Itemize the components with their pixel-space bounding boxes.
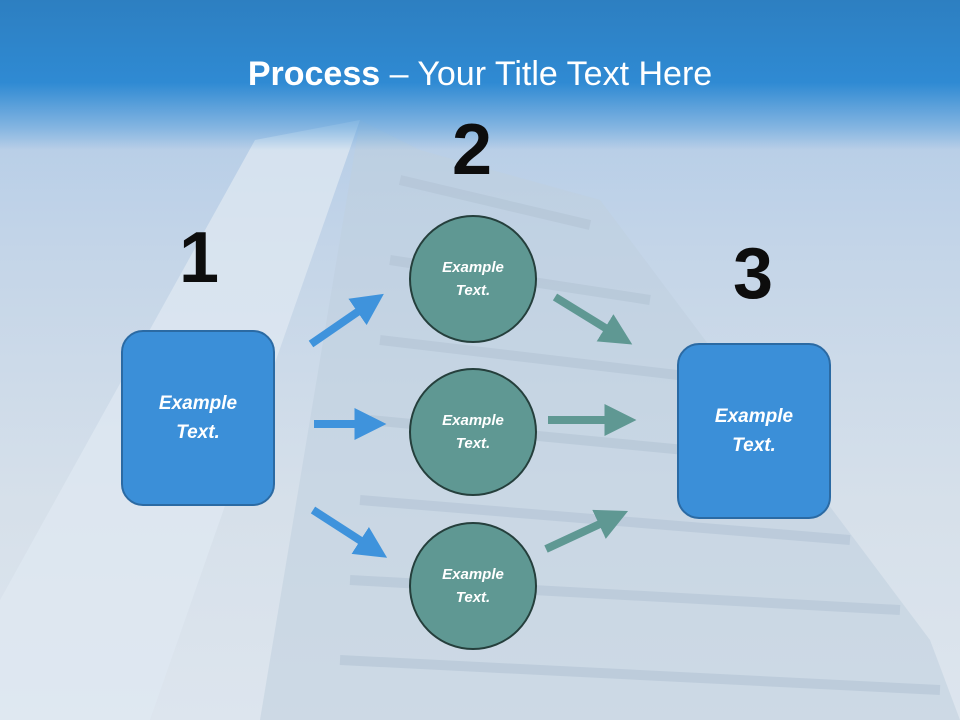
step-number-2: 2: [451, 110, 493, 190]
slide-title: Process – Your Title Text Here: [0, 54, 960, 94]
circle-top: Example Text.: [409, 215, 537, 343]
circle-middle: Example Text.: [409, 368, 537, 496]
title-bold: Process: [247, 55, 381, 93]
circle-bottom-label: Example Text.: [442, 566, 504, 606]
circle-middle-label: Example Text.: [442, 412, 504, 452]
step-1-label: Example Text.: [158, 393, 238, 443]
circle-top-label: Example Text.: [442, 259, 504, 299]
title-bar: [0, 0, 960, 150]
step-3-box: Example Text.: [677, 343, 831, 519]
step-1-box: Example Text.: [121, 330, 275, 506]
circle-bottom: Example Text.: [409, 522, 537, 650]
step-3-label: Example Text.: [714, 406, 794, 456]
title-rest: – Your Title Text Here: [380, 55, 713, 93]
step-number-1: 1: [178, 218, 220, 298]
step-number-3: 3: [732, 234, 774, 314]
